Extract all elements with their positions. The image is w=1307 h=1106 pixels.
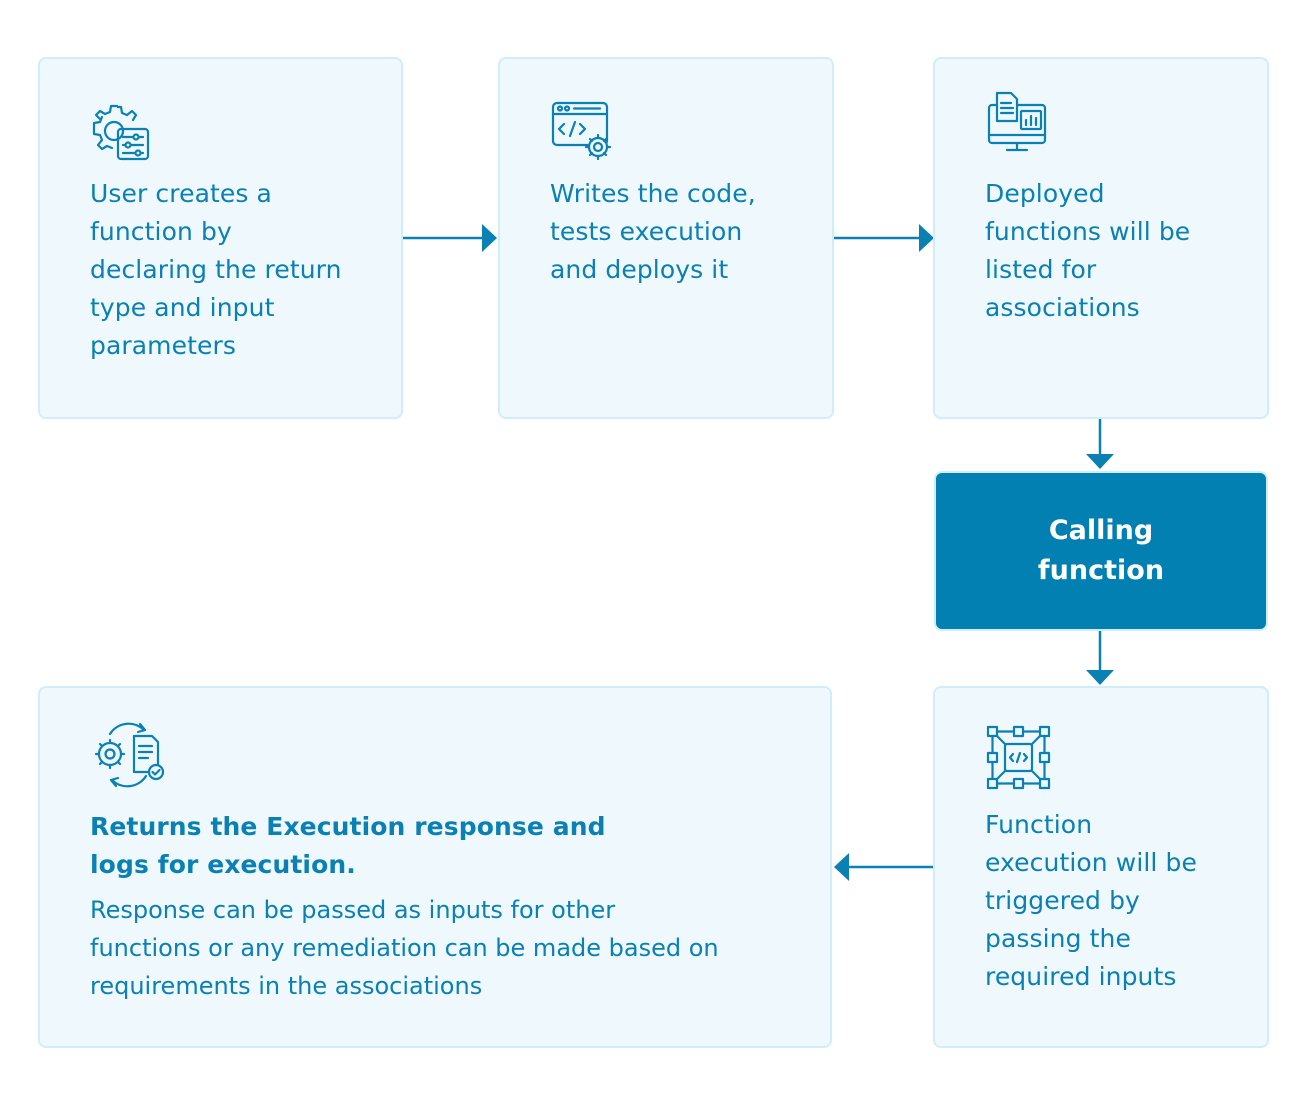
text-line: tests execution — [550, 217, 743, 246]
text-line: Writes the code, — [550, 179, 756, 208]
arrow-write-to-deployed — [833, 224, 934, 252]
arrow-calling-to-execution — [1086, 630, 1114, 685]
text-line: execution will be — [985, 848, 1197, 877]
calling-text: Calling function — [1038, 511, 1164, 591]
text-line: Calling — [1048, 515, 1154, 546]
step-execution-text: Function execution will be triggered by … — [985, 806, 1197, 996]
text-line: associations — [985, 293, 1140, 322]
text-line: Function — [985, 810, 1093, 839]
step-returns-response: Returns the Execution response and logs … — [38, 686, 832, 1048]
arrow-create-to-write — [401, 224, 497, 252]
gear-settings-icon — [88, 99, 156, 167]
text-line: logs for execution. — [90, 850, 356, 879]
text-line: declaring the return — [90, 255, 342, 284]
step-function-execution: Function execution will be triggered by … — [933, 686, 1269, 1048]
text-line: requirements in the associations — [90, 972, 483, 1000]
text-line: functions will be — [985, 217, 1191, 246]
text-line: triggered by — [985, 886, 1140, 915]
text-line: parameters — [90, 331, 237, 360]
text-line: Response can be passed as inputs for oth… — [90, 896, 616, 924]
text-line: functions or any remediation can be made… — [90, 934, 719, 962]
gear-document-cycle-icon — [90, 720, 168, 788]
step-create-text: User creates a function by declaring the… — [90, 175, 342, 365]
arrow-deployed-to-calling — [1086, 418, 1114, 469]
step-write-code: Writes the code, tests execution and dep… — [498, 57, 834, 419]
text-line: listed for — [985, 255, 1097, 284]
text-line: and deploys it — [550, 255, 729, 284]
text-line: type and input — [90, 293, 275, 322]
text-line: Returns the Execution response and — [90, 812, 606, 841]
text-line: function — [1037, 555, 1165, 586]
arrow-execution-to-returns — [834, 853, 934, 881]
step-calling-function: Calling function — [934, 471, 1268, 631]
code-window-gear-icon — [550, 99, 618, 167]
text-line: passing the — [985, 924, 1131, 953]
step-deployed-text: Deployed functions will be listed for as… — [985, 175, 1190, 327]
code-network-icon — [985, 724, 1053, 792]
step-create-function: User creates a function by declaring the… — [38, 57, 403, 419]
step-returns-detail: Response can be passed as inputs for oth… — [90, 891, 719, 1005]
step-write-text: Writes the code, tests execution and dep… — [550, 175, 756, 289]
text-line: User creates a — [90, 179, 272, 208]
text-line: required inputs — [985, 962, 1177, 991]
step-deployed-functions: Deployed functions will be listed for as… — [933, 57, 1269, 419]
text-line: Deployed — [985, 179, 1105, 208]
monitor-report-icon — [985, 89, 1053, 157]
step-returns-heading: Returns the Execution response and logs … — [90, 808, 606, 884]
text-line: function by — [90, 217, 232, 246]
